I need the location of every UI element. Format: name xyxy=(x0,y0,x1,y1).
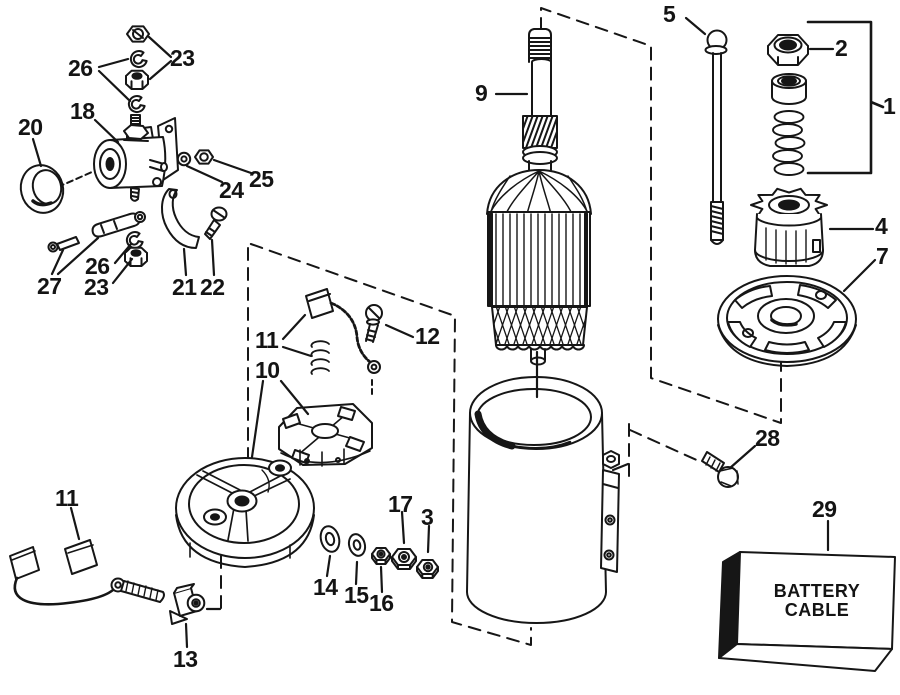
spacer-and-spring-part-1 xyxy=(771,73,807,176)
part-callout-22: 22 xyxy=(200,274,225,300)
part-callout-13: 13 xyxy=(173,646,198,672)
nut-stack-parts-23-26 xyxy=(125,25,150,116)
part-callout-3: 3 xyxy=(421,504,434,530)
battery-cable-line1: BATTERY xyxy=(773,581,861,601)
part-callout-14: 14 xyxy=(313,574,338,600)
nut-part-2 xyxy=(767,34,809,66)
cable-parts-27 xyxy=(47,211,146,253)
part-callout-18: 18 xyxy=(70,98,95,124)
part-callout-5: 5 xyxy=(663,1,676,27)
part-callout-16: 16 xyxy=(369,590,394,616)
part-callout-2: 2 xyxy=(835,35,848,61)
end-cap-housing xyxy=(175,457,315,568)
part-callout-11: 11 xyxy=(55,485,79,511)
part-callout-20: 20 xyxy=(18,114,43,140)
part-callout-24: 24 xyxy=(219,177,244,203)
part-callout-25: 25 xyxy=(249,166,274,192)
part-callout-4: 4 xyxy=(875,213,888,239)
part-callout-12: 12 xyxy=(415,323,440,349)
bracket-part-21 xyxy=(161,188,200,249)
washer-24-nut-25 xyxy=(176,149,214,167)
armature-part-9 xyxy=(486,28,592,366)
part-callout-23: 23 xyxy=(170,45,195,71)
brush-parts-11-12 xyxy=(305,288,383,375)
solenoid-part-18 xyxy=(93,114,179,202)
clip-26-nut-23-lower xyxy=(123,229,148,267)
part-callout-9: 9 xyxy=(475,80,488,106)
battery-cable-line2: CABLE xyxy=(784,600,850,620)
part-callout-28: 28 xyxy=(755,425,780,451)
clamp-part-13 xyxy=(169,583,206,625)
bolt-part-28 xyxy=(701,451,739,488)
part-callout-29: 29 xyxy=(812,496,837,522)
part-callout-21: 21 xyxy=(172,274,197,300)
part-callout-11: 11 xyxy=(255,327,279,353)
part-callout-7: 7 xyxy=(876,243,889,269)
part-callout-23: 23 xyxy=(84,274,109,300)
thru-bolt-part-5 xyxy=(704,29,728,245)
part-callout-1: 1 xyxy=(883,93,896,119)
screw-part-22 xyxy=(204,206,228,240)
ring-part-20 xyxy=(19,164,65,214)
battery-cable-box xyxy=(718,551,896,672)
end-cap-plate-part-7 xyxy=(717,275,857,367)
starter-frame-cylinder xyxy=(466,376,620,624)
washers-and-nuts xyxy=(319,525,439,579)
brush-holder-part-10 xyxy=(278,403,373,467)
leader-lines xyxy=(31,16,885,649)
part-callout-26: 26 xyxy=(68,55,93,81)
battery-cable-label: BATTERY CABLE xyxy=(744,577,890,625)
part-callout-15: 15 xyxy=(344,582,369,608)
drive-pinion-part-4 xyxy=(750,187,828,267)
part-callout-26: 26 xyxy=(85,253,110,279)
part-callout-10: 10 xyxy=(255,357,280,383)
part-callout-27: 27 xyxy=(37,273,62,299)
part-callout-17: 17 xyxy=(388,491,413,517)
brush-lead-assembly-11 xyxy=(9,539,165,606)
dashed-boundary-lines xyxy=(57,7,782,646)
